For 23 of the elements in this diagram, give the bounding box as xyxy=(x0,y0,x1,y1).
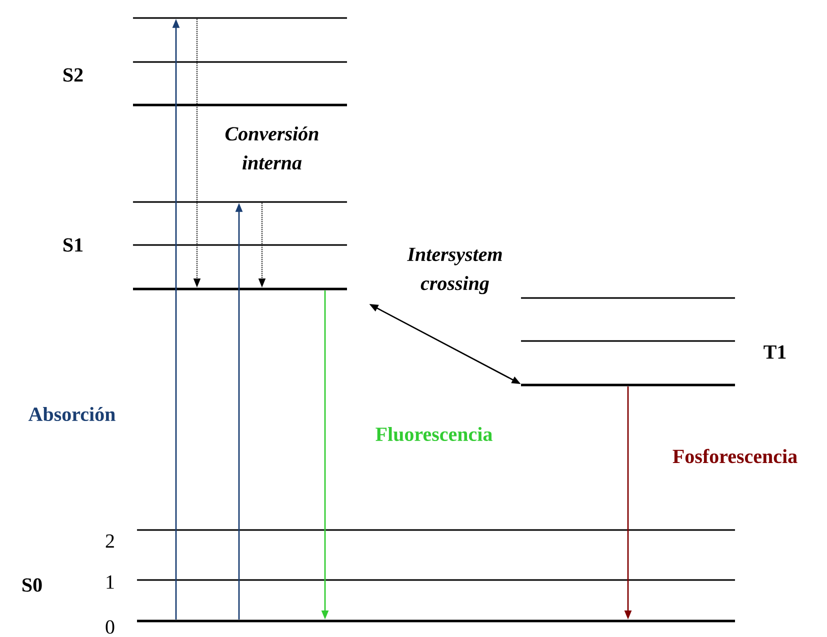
text-label: T1 xyxy=(764,345,786,359)
energy-level-line xyxy=(521,340,735,342)
energy-level-line xyxy=(137,579,735,581)
text-label: 0 xyxy=(106,620,114,634)
energy-level-line xyxy=(133,201,347,203)
energy-level-line xyxy=(137,620,735,622)
text-label: 2 xyxy=(106,534,114,548)
text-label: Fluorescencia xyxy=(376,426,492,442)
text-label: S0 xyxy=(22,578,42,592)
text-label: Intersystem crossing xyxy=(407,248,502,294)
text-label: Conversión interna xyxy=(225,126,318,170)
energy-level-line xyxy=(521,297,735,299)
energy-level-line xyxy=(133,244,347,246)
energy-level-line xyxy=(521,384,735,386)
text-label: S2 xyxy=(64,68,83,82)
energy-level-line xyxy=(133,61,347,63)
text-label: 1 xyxy=(106,575,114,589)
text-label: S1 xyxy=(64,238,83,252)
text-label: Fosforescencia xyxy=(672,448,798,464)
energy-level-line xyxy=(133,104,347,106)
energy-level-line xyxy=(137,529,735,531)
text-label: Absorción xyxy=(28,406,116,422)
energy-level-line xyxy=(133,17,347,19)
